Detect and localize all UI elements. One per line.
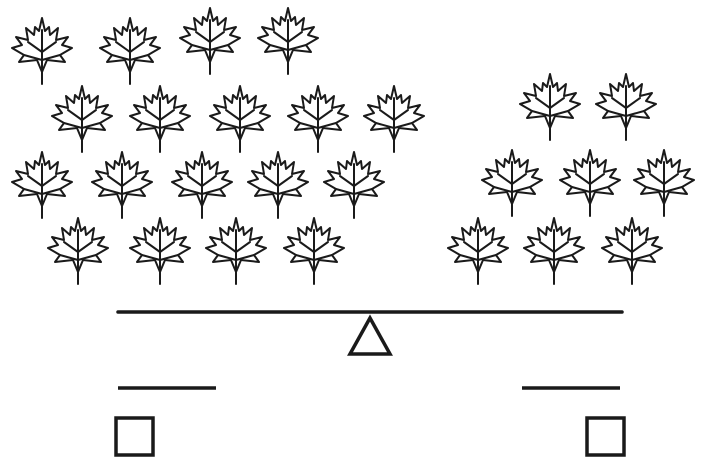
maple-leaf-icon — [11, 17, 73, 85]
maple-leaf-icon — [11, 151, 73, 219]
maple-leaf-icon — [171, 151, 233, 219]
maple-leaf-icon — [91, 151, 153, 219]
left-answer-box[interactable] — [114, 416, 155, 457]
maple-leaf-icon — [257, 7, 319, 75]
maple-leaf-icon — [99, 17, 161, 85]
maple-leaf-icon — [323, 151, 385, 219]
triangle-fulcrum-icon — [347, 314, 393, 356]
maple-leaf-icon — [283, 217, 345, 285]
maple-leaf-icon — [129, 217, 191, 285]
left-pan-leaves — [11, 7, 425, 285]
right-answer-box[interactable] — [585, 416, 626, 457]
maple-leaf-icon — [129, 85, 191, 153]
right-pan-leaves — [447, 73, 695, 285]
maple-leaf-icon — [287, 85, 349, 153]
maple-leaf-icon — [523, 217, 585, 285]
maple-leaf-icon — [447, 217, 509, 285]
maple-leaf-icon — [247, 151, 309, 219]
maple-leaf-icon — [179, 7, 241, 75]
maple-leaf-icon — [559, 149, 621, 217]
maple-leaf-icon — [595, 73, 657, 141]
maple-leaf-icon — [519, 73, 581, 141]
maple-leaf-icon — [633, 149, 695, 217]
maple-leaf-icon — [363, 85, 425, 153]
maple-leaf-icon — [205, 217, 267, 285]
maple-leaf-icon — [601, 217, 663, 285]
maple-leaf-icon — [51, 85, 113, 153]
maple-leaf-icon — [209, 85, 271, 153]
maple-leaf-icon — [481, 149, 543, 217]
maple-leaf-icon — [47, 217, 109, 285]
